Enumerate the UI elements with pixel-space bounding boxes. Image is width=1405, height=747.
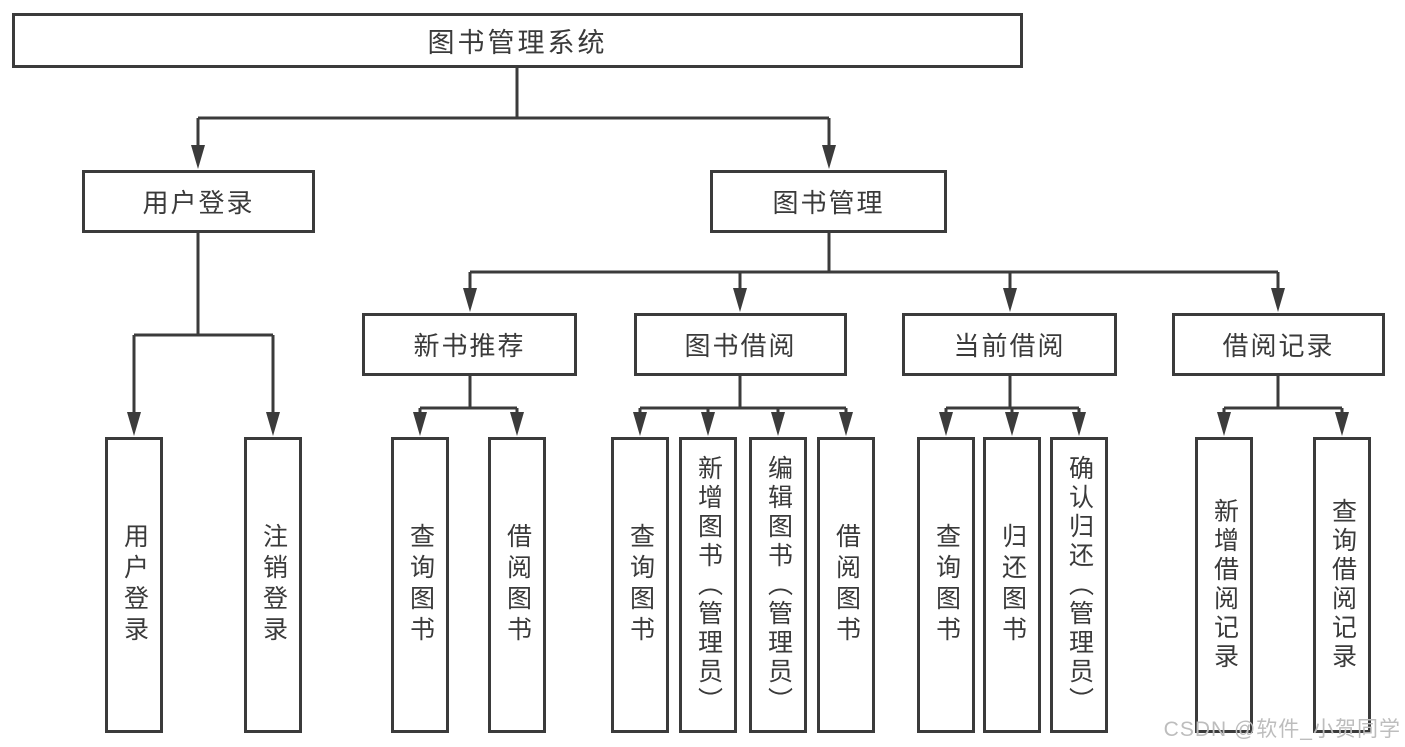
node-book-borrowing: 图书借阅 — [634, 313, 847, 376]
node-label: 当前借阅 — [953, 331, 1066, 361]
node-label: 查询图书 — [406, 523, 435, 647]
node-label: 编辑图书（管理员） — [764, 454, 793, 716]
leaf-borrow-books-1: 借阅图书 — [488, 437, 546, 733]
node-label: 借阅记录 — [1222, 331, 1335, 361]
csdn-watermark: CSDN @软件_小贺同学 — [1163, 718, 1401, 741]
node-label: 用户登录 — [120, 523, 149, 647]
node-label: 图书管理系统 — [427, 28, 608, 58]
node-label: 归还图书 — [998, 523, 1027, 647]
leaf-return-books: 归还图书 — [983, 437, 1041, 733]
node-label: 图书借阅 — [684, 331, 797, 361]
leaf-add-book-admin: 新增图书（管理员） — [679, 437, 737, 733]
node-label: 借阅图书 — [832, 523, 861, 647]
leaf-query-books-3: 查询图书 — [917, 437, 975, 733]
leaf-edit-book-admin: 编辑图书（管理员） — [749, 437, 807, 733]
leaf-confirm-return-admin: 确认归还（管理员） — [1050, 437, 1108, 733]
leaf-query-books-1: 查询图书 — [391, 437, 449, 733]
node-label: 查询借阅记录 — [1328, 498, 1357, 672]
leaf-borrow-books-2: 借阅图书 — [817, 437, 875, 733]
leaf-add-borrow-record: 新增借阅记录 — [1195, 437, 1253, 733]
node-current-borrowing: 当前借阅 — [902, 313, 1117, 376]
node-root: 图书管理系统 — [12, 13, 1023, 68]
node-new-book-recommend: 新书推荐 — [362, 313, 577, 376]
node-label: 查询图书 — [932, 523, 961, 647]
node-label: 新增借阅记录 — [1210, 498, 1239, 672]
node-label: 新书推荐 — [413, 331, 526, 361]
node-label: 查询图书 — [626, 523, 655, 647]
node-label: 新增图书（管理员） — [694, 454, 723, 716]
arrowheads — [127, 145, 1349, 436]
leaf-user-login: 用户登录 — [105, 437, 163, 733]
node-book-management: 图书管理 — [710, 170, 947, 233]
node-label: 借阅图书 — [503, 523, 532, 647]
node-borrow-records: 借阅记录 — [1172, 313, 1385, 376]
node-label: 注销登录 — [259, 523, 288, 647]
node-label: 图书管理 — [772, 188, 885, 218]
node-label: 确认归还（管理员） — [1065, 454, 1094, 716]
leaf-query-books-2: 查询图书 — [611, 437, 669, 733]
leaf-logout: 注销登录 — [244, 437, 302, 733]
leaf-query-borrow-record: 查询借阅记录 — [1313, 437, 1371, 733]
node-label: 用户登录 — [142, 188, 255, 218]
node-user-login: 用户登录 — [82, 170, 315, 233]
